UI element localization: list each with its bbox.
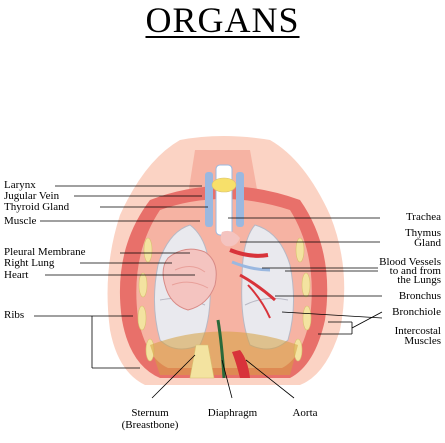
label-pleural-membrane: Pleural Membrane	[4, 246, 86, 258]
label-sternum-2: (Breastbone)	[121, 419, 179, 431]
page-title: ORGANS	[145, 0, 300, 40]
label-aorta: Aorta	[292, 407, 318, 419]
thymus-shape	[220, 230, 240, 247]
ribs-right	[293, 237, 312, 362]
leader-lines	[34, 185, 383, 399]
label-larynx: Larynx	[4, 179, 36, 191]
label-right-lung: Right Lung	[4, 257, 55, 269]
label-thymus-1: Thymus	[404, 227, 441, 239]
label-heart: Heart	[4, 269, 29, 281]
label-blood-vessels-1: Blood Vessels	[379, 256, 441, 268]
label-bronchiole: Bronchiole	[392, 306, 441, 318]
label-thyroid-gland: Thyroid Gland	[4, 201, 70, 213]
thyroid-shape	[211, 177, 237, 193]
label-thymus-2: Gland	[414, 237, 441, 249]
label-blood-vessels-2: to and from	[389, 265, 441, 277]
heart-shape	[162, 248, 217, 311]
label-diaphragm: Diaphragm	[207, 407, 258, 419]
label-muscle: Muscle	[4, 215, 37, 227]
aorta-shape	[232, 350, 250, 378]
label-ribs: Ribs	[4, 309, 25, 321]
sternum-shape	[189, 344, 215, 379]
label-intercostal-2: Muscles	[404, 335, 441, 347]
label-bronchus: Bronchus	[398, 290, 441, 302]
diaphragm-shape	[150, 331, 298, 375]
ribs-left	[137, 237, 155, 362]
trachea-shape	[215, 164, 233, 236]
label-sternum-1: Sternum	[131, 407, 169, 419]
label-jugular-vein: Jugular Vein	[4, 190, 60, 202]
pulmonary-vessels	[229, 248, 276, 319]
label-intercostal-1: Intercostal	[394, 325, 441, 337]
label-trachea: Trachea	[405, 211, 441, 223]
label-blood-vessels-3: the Lungs	[397, 274, 441, 286]
